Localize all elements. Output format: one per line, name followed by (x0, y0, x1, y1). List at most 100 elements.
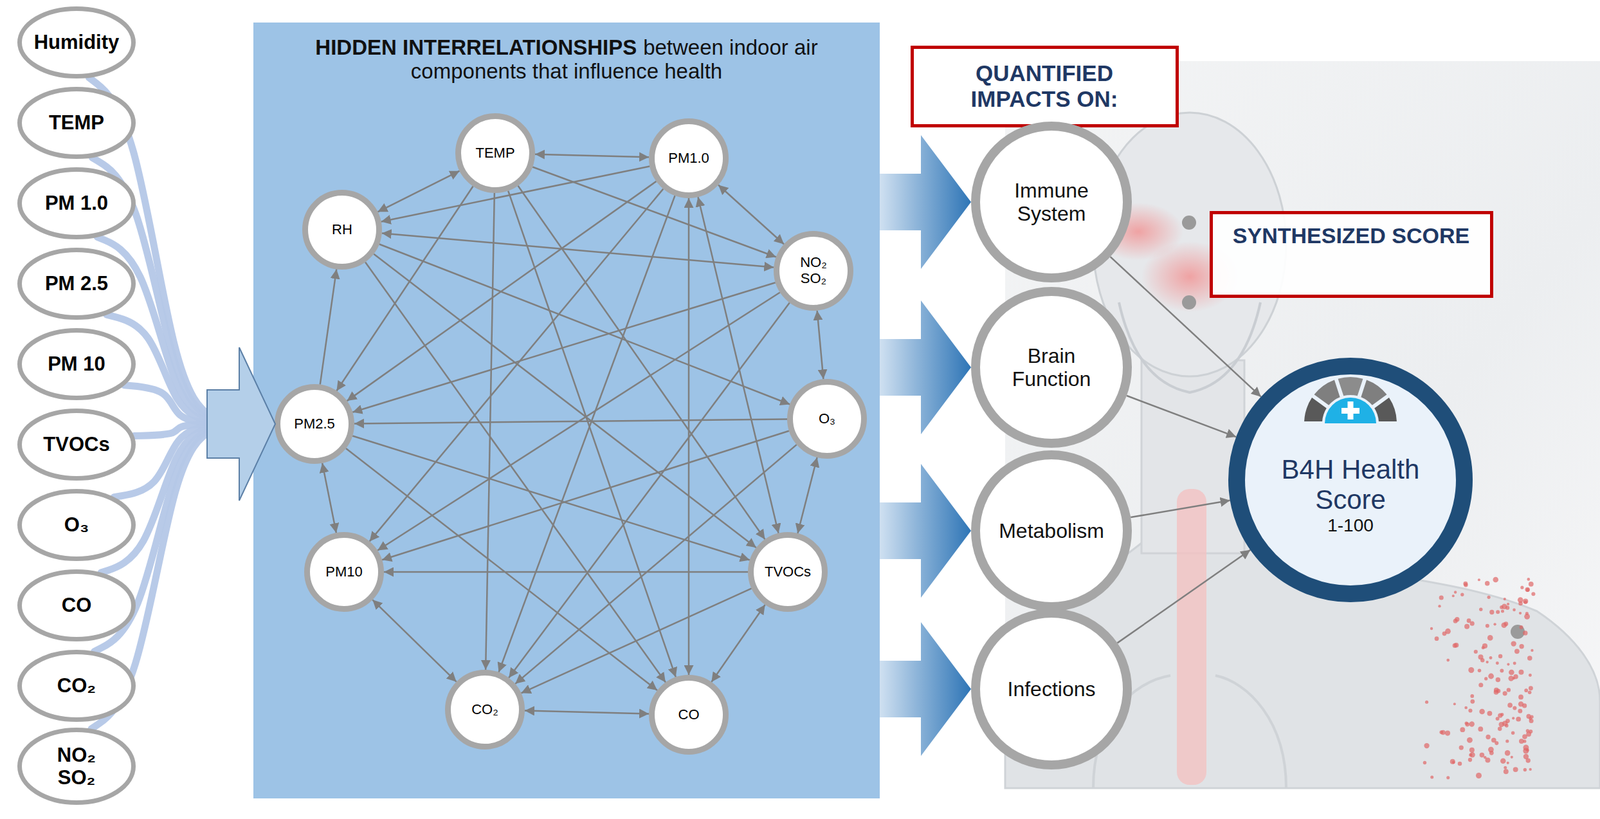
node-label: PM10 (325, 563, 363, 581)
node-label: O₃ (64, 513, 89, 536)
connector (817, 310, 824, 380)
node-label: B4H Health Score (1263, 454, 1438, 516)
red-dot (1468, 720, 1474, 727)
red-dot (1506, 662, 1510, 665)
red-dot (1475, 772, 1482, 779)
outline (305, 192, 380, 267)
red-dot (1522, 598, 1528, 604)
red-dot (1500, 712, 1504, 716)
red-dot (1464, 706, 1468, 710)
factor-circle: PM10 (304, 531, 384, 612)
red-dot (1517, 596, 1524, 603)
red-dot (1526, 577, 1530, 581)
red-dot (1504, 749, 1511, 756)
red-dot (1513, 766, 1519, 772)
outline (652, 121, 727, 196)
red-dot (1481, 645, 1485, 649)
connector (718, 185, 784, 245)
feed-line (124, 385, 254, 424)
gauge-segment (1360, 379, 1387, 405)
outline (19, 250, 134, 318)
red-dot (1511, 716, 1515, 719)
score-heading-box: SYNTHESIZED SCORE (1209, 210, 1494, 298)
red-dot (1527, 690, 1532, 694)
red-dot (1466, 736, 1473, 743)
red-dot (1468, 666, 1474, 673)
input-ellipse: NO₂ SO₂ (17, 727, 136, 805)
node-label: CO (61, 593, 92, 617)
red-dot (1500, 757, 1507, 764)
red-dot (1445, 730, 1451, 736)
connector (345, 448, 658, 691)
red-dot (1484, 757, 1491, 763)
jaw-line (1118, 302, 1261, 393)
connector (383, 571, 748, 573)
node-label: Infections (1007, 677, 1096, 701)
health-score-circle: B4H Health Score1-100 (1228, 357, 1473, 602)
node-label: PM2.5 (293, 416, 336, 433)
red-dot (1477, 668, 1482, 673)
input-ellipse: TVOCs (17, 408, 136, 481)
red-dot (1524, 587, 1530, 592)
impact-circle: Metabolism (971, 450, 1132, 611)
red-dot (1518, 643, 1524, 649)
red-dot (1526, 757, 1531, 763)
connector (377, 171, 460, 213)
factor-circle: CO₂ (445, 669, 525, 750)
red-dot (1470, 621, 1475, 626)
red-dot (1497, 726, 1503, 732)
red-dot (1423, 760, 1427, 764)
connector (381, 430, 790, 561)
red-dot (1479, 752, 1485, 758)
node-label: CO₂ (57, 673, 96, 697)
factor-circle: PM1.0 (648, 118, 729, 199)
connector (508, 190, 676, 678)
red-dot (1503, 621, 1509, 626)
red-dot (1478, 682, 1483, 687)
impact-circle: Infections (971, 608, 1132, 770)
red-dot (1479, 607, 1483, 611)
red-dot (1480, 657, 1485, 662)
outline (1236, 365, 1465, 594)
red-dot (1454, 590, 1457, 593)
impacts-heading-box: QUANTIFIED IMPACTS ON: (910, 45, 1179, 128)
red-dot (1511, 640, 1517, 646)
red-dot (1529, 767, 1532, 771)
red-dot (1464, 623, 1470, 629)
outline (790, 381, 865, 456)
node-label: O₃ (818, 410, 836, 428)
factor-circle: TVOCs (747, 531, 828, 612)
red-dot (1512, 705, 1517, 710)
connector (372, 599, 456, 682)
outline (19, 330, 134, 399)
red-dot (1437, 604, 1441, 608)
outline (19, 410, 134, 479)
outline (307, 535, 382, 610)
outline (751, 535, 826, 610)
plus-sign (1347, 401, 1354, 420)
gauge-segment (1314, 379, 1341, 405)
red-dot (1453, 702, 1456, 705)
connector (524, 710, 649, 714)
input-ellipse: PM 2.5 (17, 247, 136, 320)
red-dot (1434, 636, 1440, 641)
red-dot (1528, 685, 1534, 691)
node-label: CO (678, 706, 700, 723)
red-dot (1495, 677, 1501, 682)
connector (352, 282, 775, 413)
red-dot (1493, 689, 1500, 695)
red-dot (1518, 694, 1524, 700)
red-dot (1446, 775, 1450, 779)
red-dot (1503, 597, 1507, 600)
red-dot (1446, 658, 1450, 662)
red-dot (1515, 716, 1521, 722)
connector (373, 254, 757, 548)
red-dot (1505, 718, 1510, 723)
red-dot (1508, 675, 1514, 681)
red-dot (1439, 594, 1444, 600)
connector (365, 261, 666, 682)
red-dot (1503, 768, 1509, 774)
input-arrow-shape (207, 347, 276, 501)
impact-circle: Brain Function (971, 286, 1132, 448)
red-dot (1452, 643, 1458, 648)
